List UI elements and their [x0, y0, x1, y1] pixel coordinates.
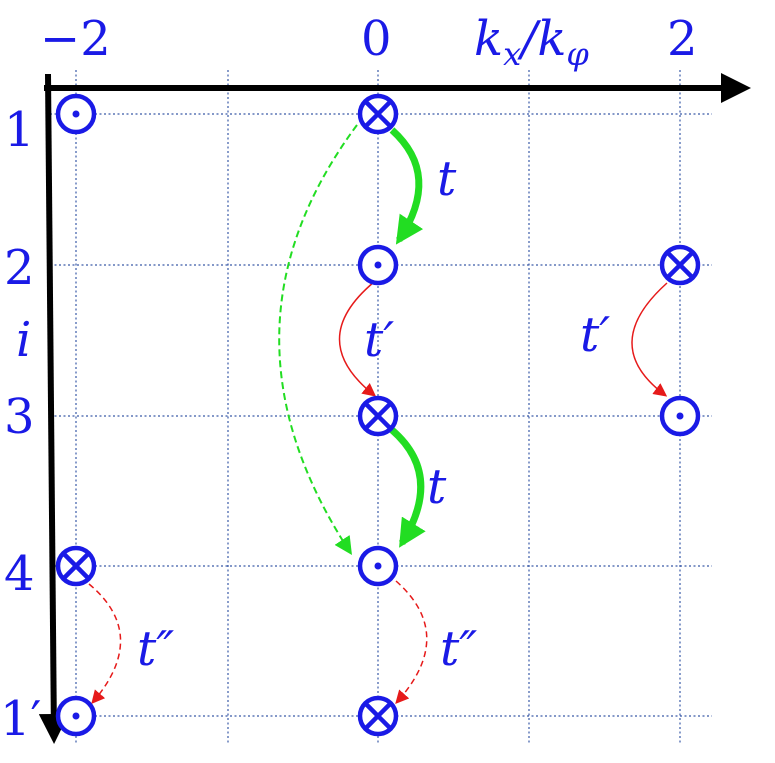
site-cross-6 [55, 545, 97, 587]
hop-long-dashed-arrow [278, 124, 358, 556]
hop-label-t-double-prime-1: t″ [137, 621, 174, 677]
site-dot-5 [659, 395, 701, 437]
y-tick-label-1: 1 [4, 102, 35, 158]
site-dot-8 [55, 695, 97, 737]
y-axis-label: i [16, 312, 31, 368]
x-axis-label: kx/kφ [474, 11, 589, 73]
site-cross-4 [357, 395, 399, 437]
site-dot-2 [357, 244, 399, 286]
y-tick-label-3: 3 [4, 389, 35, 445]
y-tick-label-2: 2 [4, 240, 35, 296]
hop-label-t-double-prime-2: t″ [440, 621, 477, 677]
hop-t-prime-arrow-1 [338, 281, 377, 397]
x-tick-label-0: 0 [361, 11, 392, 67]
axis-labels: −2 0 kx/kφ 2 1 2 i 3 4 1′ [0, 11, 698, 747]
site-cross-3 [659, 244, 701, 286]
hoppings [88, 124, 668, 705]
y-tick-label-1-prime: 1′ [0, 691, 41, 747]
hop-label-t-2: t [427, 459, 447, 515]
lattice-sites [55, 93, 701, 737]
hop-label-t-prime-1: t′ [364, 312, 394, 368]
hop-t-double-prime-arrow-1 [88, 583, 122, 705]
site-cross-9 [357, 695, 399, 737]
hopping-labels: t t t′ t′ t″ t″ [137, 151, 610, 677]
axes [38, 73, 751, 744]
y-tick-label-4: 4 [4, 546, 35, 602]
hop-label-t-1: t [437, 151, 457, 207]
hop-t-prime-arrow-2 [631, 282, 668, 397]
hop-t-double-prime-arrow-2 [395, 580, 428, 705]
site-cross-1 [357, 93, 399, 135]
site-dot-0 [55, 93, 97, 135]
x-tick-label-2: 2 [667, 11, 698, 67]
hop-t-arrow-2 [389, 427, 426, 548]
hop-t-arrow-1 [389, 127, 424, 245]
site-dot-7 [357, 545, 399, 587]
hop-label-t-prime-2: t′ [580, 307, 610, 363]
x-tick-label-minus-2: −2 [40, 11, 111, 67]
y-axis [38, 73, 69, 744]
